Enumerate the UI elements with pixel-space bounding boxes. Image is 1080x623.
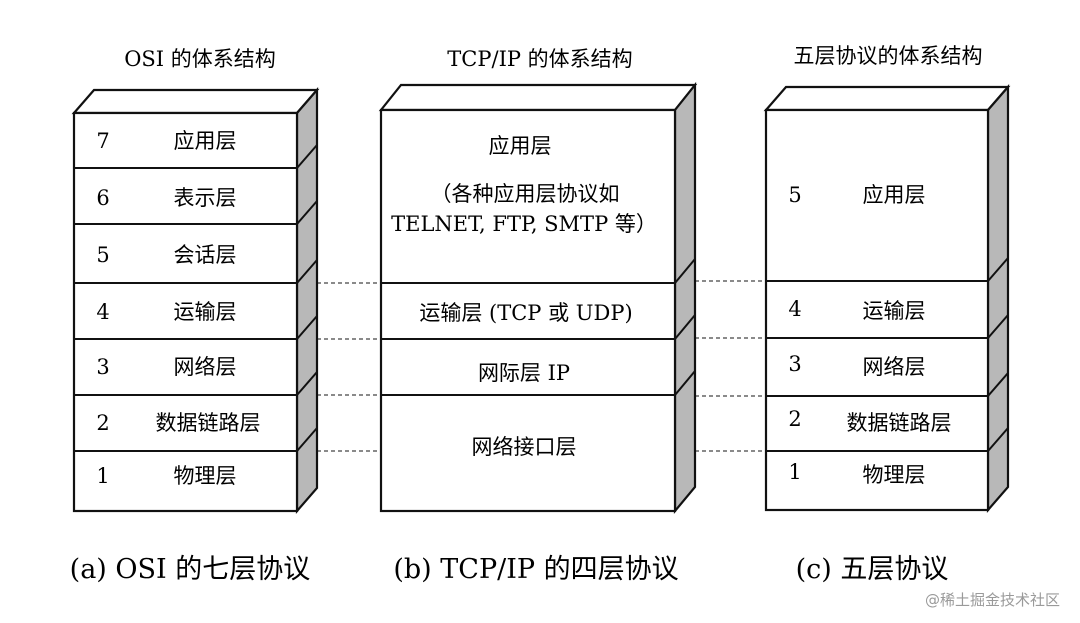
osi-caption: (a) OSI 的七层协议 (70, 554, 311, 585)
five-layer-name: 数据链路层 (847, 411, 952, 435)
tcpip-stack-side (673, 81, 697, 515)
tcpip-stack: TCP/IP 的体系结构 应用层 （各种应用层协议如 TELNET, FTP, … (378, 47, 698, 515)
osi-layer-name: 网络层 (174, 355, 237, 379)
five-stack-front (764, 108, 990, 512)
osi-layer-name: 会话层 (174, 243, 237, 267)
osi-stack: OSI 的体系结构 7 应用层 6 表示层 5 会话层 4 运输层 3 网络层 … (71, 47, 320, 514)
five-layer-4: 4 运输层 (788, 297, 925, 323)
five-stack-top (763, 85, 1011, 112)
osi-layer-name: 运输层 (174, 300, 237, 324)
osi-layer-1: 1 物理层 (96, 464, 236, 488)
osi-layer-number: 5 (96, 243, 109, 267)
tcpip-layer-name: 网际层 IP (478, 361, 570, 385)
osi-layer-number: 7 (96, 129, 109, 153)
five-layer-name: 运输层 (863, 299, 926, 323)
osi-layer-4: 4 运输层 (96, 300, 236, 324)
tcpip-transport-layer: 运输层 (TCP 或 UDP) (419, 301, 632, 325)
tcpip-stack-top (378, 83, 698, 112)
osi-layer-5: 5 会话层 (96, 243, 236, 267)
tcpip-caption: (b) TCP/IP 的四层协议 (393, 554, 678, 585)
tcpip-layer-name: 应用层 (489, 134, 552, 158)
osi-stack-top (71, 88, 320, 115)
correspondence-lines (317, 280, 766, 452)
osi-layer-3: 3 网络层 (96, 355, 236, 379)
tcpip-layer-name: 网络接口层 (472, 435, 577, 459)
five-title: 五层协议的体系结构 (794, 44, 983, 68)
osi-layer-number: 6 (96, 186, 109, 210)
osi-layer-number: 2 (96, 411, 109, 435)
five-layer-number: 4 (788, 297, 801, 321)
five-layer-2: 2 数据链路层 (788, 407, 951, 435)
five-layer-stack: 五层协议的体系结构 5 应用层 4 运输层 3 网络层 2 数据链路层 1 物理… (763, 44, 1011, 513)
five-layer-number: 2 (788, 407, 801, 431)
osi-layer-6: 6 表示层 (96, 186, 236, 210)
osi-layer-name: 应用层 (174, 129, 237, 153)
five-layer-5: 5 应用层 (788, 183, 925, 207)
osi-layer-name: 数据链路层 (156, 411, 261, 435)
five-layer-name: 网络层 (863, 355, 926, 379)
five-layer-number: 5 (788, 183, 801, 207)
tcpip-network-interface-layer: 网络接口层 (472, 435, 577, 459)
five-layer-name: 物理层 (863, 463, 926, 487)
tcpip-stack-front (379, 108, 677, 513)
tcpip-layer-protocols: TELNET, FTP, SMTP 等） (391, 212, 657, 236)
five-layer-1: 1 物理层 (788, 460, 925, 487)
osi-layer-7: 7 应用层 (96, 129, 236, 153)
five-layer-number: 1 (788, 460, 801, 484)
osi-layer-number: 1 (96, 464, 109, 488)
osi-stack-front (72, 111, 299, 513)
five-layer-number: 3 (788, 352, 801, 376)
tcpip-title: TCP/IP 的体系结构 (447, 47, 632, 71)
tcpip-layer-name: 运输层 (TCP 或 UDP) (419, 301, 632, 325)
osi-layer-number: 3 (96, 355, 109, 379)
watermark: @稀土掘金技术社区 (925, 591, 1060, 609)
tcpip-layer-detail: （各种应用层协议如 (431, 182, 620, 206)
osi-title: OSI 的体系结构 (124, 47, 276, 71)
tcpip-application-layer: 应用层 （各种应用层协议如 TELNET, FTP, SMTP 等） (391, 134, 657, 236)
five-layer-3: 3 网络层 (788, 352, 925, 379)
five-caption: (c) 五层协议 (796, 554, 949, 585)
osi-layer-name: 表示层 (174, 186, 237, 210)
osi-layer-2: 2 数据链路层 (96, 411, 260, 435)
osi-layer-number: 4 (96, 300, 109, 324)
tcpip-internet-layer: 网际层 IP (478, 361, 570, 385)
five-layer-name: 应用层 (863, 183, 926, 207)
osi-layer-name: 物理层 (174, 464, 237, 488)
